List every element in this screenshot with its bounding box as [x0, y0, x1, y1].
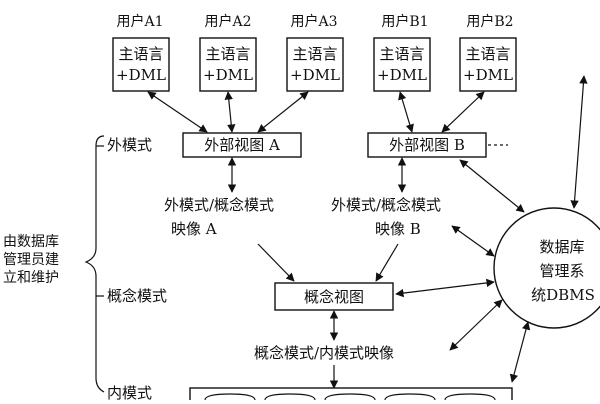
- arrow-a1-viewa: [147, 91, 208, 133]
- user-a2-program-box: [199, 37, 257, 92]
- arrow-b2-viewb: [441, 91, 485, 133]
- dba-label-line2: 管理员建: [3, 252, 59, 268]
- external-view-a-label: 外部视图 A: [204, 136, 280, 154]
- dbms-to-conceptual-internal-mapping: [449, 299, 503, 351]
- dbms-circle: [493, 207, 600, 329]
- conceptual-schema-label: 概念模式: [107, 287, 167, 305]
- dbms-label-line2: 管理系: [539, 262, 584, 280]
- user-view-arrows: [147, 91, 485, 133]
- user-b1-label: 用户B1: [381, 13, 428, 30]
- user-b1-program-box: [373, 37, 431, 92]
- storage-disk-1: [204, 393, 256, 401]
- conceptual-view-box: [274, 282, 394, 311]
- dbms-label-line1: 数据库: [539, 238, 584, 256]
- user-a3: 用户A3 主语言 +DML: [286, 13, 344, 92]
- external-view-a-box: [182, 132, 302, 158]
- mapping-a-line1: 外模式/概念模式: [164, 196, 274, 214]
- dbms-to-internal-schema: [509, 321, 531, 383]
- dbms-arrows: [395, 75, 588, 383]
- mapping-b-to-conceptual: [375, 243, 399, 282]
- storage-disk-2: [264, 393, 316, 401]
- dbms-to-mapping-b: [451, 225, 495, 257]
- user-a1-program-box: [112, 37, 170, 92]
- dbms-label-line3: 统DBMS: [531, 286, 595, 304]
- user-a1-program-line2: +DML: [116, 66, 166, 84]
- external-view-b: 外部视图 B: [367, 132, 487, 158]
- user-b1: 用户B1 主语言 +DML: [373, 13, 431, 92]
- user-b2-label: 用户B2: [466, 13, 513, 30]
- user-a1: 用户A1 主语言 +DML: [112, 13, 170, 92]
- dbms-node: 数据库 管理系 统DBMS: [493, 207, 600, 329]
- user-a3-program-box: [286, 37, 344, 92]
- dbms-to-external-views: [459, 159, 525, 213]
- user-b1-program-line1: 主语言: [379, 45, 424, 63]
- user-a2: 用户A2 主语言 +DML: [199, 13, 257, 92]
- storage-disk-5: [444, 393, 496, 401]
- user-b2: 用户B2 主语言 +DML: [459, 13, 517, 92]
- user-a1-program-line1: 主语言: [118, 45, 163, 63]
- mapping-b-label: 外模式/概念模式 映像 B: [331, 196, 441, 238]
- storage-disk-4: [384, 393, 436, 401]
- dba-label-line1: 由数据库: [3, 234, 59, 250]
- external-view-b-box: [367, 132, 487, 158]
- arrow-a3-viewa: [257, 91, 309, 133]
- user-a2-program-line2: +DML: [203, 66, 253, 84]
- conceptual-internal-mapping-label: 概念模式/内模式映像: [254, 344, 394, 362]
- external-view-a: 外部视图 A: [182, 132, 302, 158]
- external-view-b-label: 外部视图 B: [389, 136, 465, 154]
- user-a3-program-line1: 主语言: [292, 45, 337, 63]
- internal-schema-label: 内模式: [107, 384, 152, 400]
- dbms-to-conceptual-view: [395, 278, 495, 298]
- mapping-a-label: 外模式/概念模式 映像 A: [164, 196, 274, 238]
- user-b1-program-line2: +DML: [377, 66, 427, 84]
- storage-disk-3: [324, 393, 376, 401]
- user-a3-label: 用户A3: [290, 13, 337, 30]
- conceptual-view: 概念视图: [274, 282, 394, 311]
- conceptual-view-label: 概念视图: [304, 288, 364, 306]
- internal-storage: [189, 387, 513, 404]
- user-a3-program-line2: +DML: [290, 66, 340, 84]
- dba-brace: [84, 135, 105, 393]
- user-b2-program-box: [459, 37, 517, 92]
- user-a1-label: 用户A1: [116, 13, 163, 30]
- user-b2-program-line1: 主语言: [465, 45, 510, 63]
- dbms-to-user-area: [570, 75, 588, 209]
- mapping-a-line2: 映像 A: [171, 220, 217, 238]
- external-schema-label: 外模式: [107, 136, 152, 154]
- mapping-a-to-conceptual: [257, 243, 295, 282]
- user-a2-label: 用户A2: [204, 13, 251, 30]
- mapping-b-line1: 外模式/概念模式: [331, 196, 441, 214]
- dba-label: 由数据库 管理员建 立和维护: [3, 234, 59, 286]
- user-b2-program-line2: +DML: [463, 66, 513, 84]
- arrow-a2-viewa: [224, 91, 236, 133]
- mapping-b-line2: 映像 B: [375, 220, 421, 238]
- user-a2-program-line1: 主语言: [205, 45, 250, 63]
- dba-label-line3: 立和维护: [3, 270, 59, 286]
- arrow-b1-viewb: [398, 91, 414, 133]
